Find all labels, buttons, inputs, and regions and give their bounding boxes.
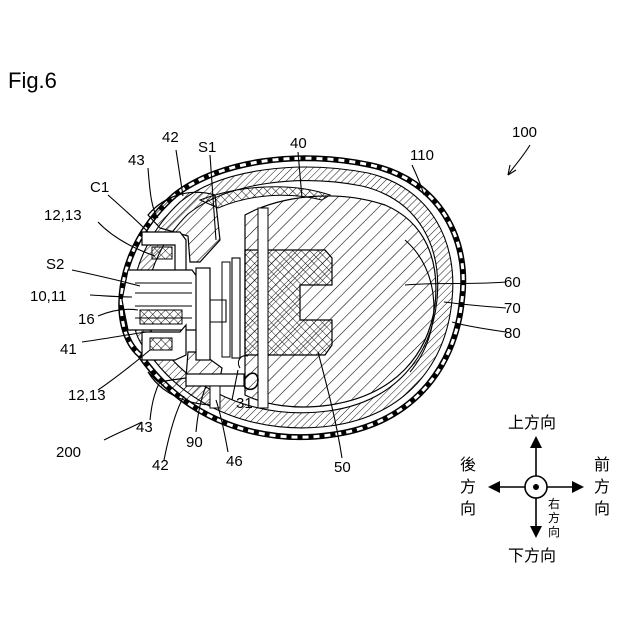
label-110: 110	[410, 147, 434, 164]
label-90: 90	[186, 434, 203, 451]
label-41: 41	[60, 341, 77, 358]
label-60: 60	[504, 274, 521, 291]
label-40: 40	[290, 135, 307, 152]
direction-right-2: 方	[548, 510, 560, 525]
direction-front-2: 方	[594, 477, 610, 496]
label-70: 70	[504, 300, 521, 317]
direction-back-2: 方	[460, 477, 476, 496]
label-c1: C1	[90, 179, 109, 196]
label-31: 31	[236, 395, 253, 412]
label-10-11: 10,11	[30, 288, 66, 305]
label-50: 50	[334, 459, 351, 476]
direction-right-3: 向	[548, 524, 560, 539]
label-100: 100	[512, 124, 537, 141]
direction-back-1: 後	[460, 455, 476, 474]
label-s1: S1	[198, 139, 216, 156]
label-46: 46	[226, 453, 243, 470]
reference-arrow-100	[508, 145, 530, 175]
label-80: 80	[504, 325, 521, 342]
label-12-13-top: 12,13	[44, 207, 82, 224]
label-42-top: 42	[162, 129, 179, 146]
direction-down: 下方向	[508, 546, 556, 565]
label-12-13-bottom: 12,13	[68, 387, 106, 404]
direction-back-3: 向	[460, 499, 476, 518]
label-42-bottom: 42	[152, 457, 169, 474]
direction-front-1: 前	[594, 455, 610, 474]
direction-indicator	[488, 436, 584, 538]
direction-up: 上方向	[508, 413, 556, 432]
label-s2: S2	[46, 256, 64, 273]
plate-31	[232, 258, 240, 358]
label-200: 200	[56, 444, 81, 461]
label-43-top: 43	[128, 152, 145, 169]
direction-front-3: 向	[594, 499, 610, 518]
label-16: 16	[78, 311, 95, 328]
direction-right-1: 右	[548, 496, 560, 511]
label-43-bottom: 43	[136, 419, 153, 436]
